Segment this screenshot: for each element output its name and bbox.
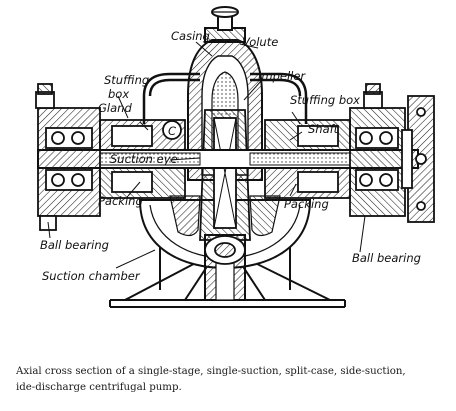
- label-packing-left: Packing: [98, 194, 143, 208]
- caption-line-2: ide-discharge centrifugal pump.: [16, 382, 182, 393]
- pump-cross-section-diagram: Casing Volute Impeller Stuffing box Glan…: [35, 6, 435, 308]
- label-c-mark: C: [168, 124, 176, 138]
- label-ball-bearing-right: Ball bearing: [352, 251, 421, 265]
- impeller: [199, 109, 251, 265]
- caption-line-1: Axial cross section of a single-stage, s…: [16, 366, 406, 377]
- stuffing-box-right: [250, 72, 351, 199]
- label-suction-chamber: Suction chamber: [42, 269, 141, 283]
- leader-lines: [47, 41, 366, 269]
- label-volute: Volute: [242, 35, 278, 49]
- figure-caption: Axial cross section of a single-stage, s…: [16, 364, 446, 396]
- label-stuffing-box-right: Stuffing box: [290, 93, 360, 107]
- labels: Casing Volute Impeller Stuffing box Glan…: [40, 29, 421, 283]
- ball-bearing-left: [35, 83, 101, 231]
- label-stuffing-box-left-line1: Stuffing: [104, 73, 149, 87]
- label-shaft: Shaft: [308, 122, 339, 136]
- coupling: [401, 95, 435, 223]
- label-stuffing-box-left-line2: box: [108, 87, 129, 101]
- label-suction-eye: Suction eye: [110, 152, 178, 166]
- label-casing: Casing: [171, 29, 210, 43]
- label-gland: Gland: [98, 101, 132, 115]
- label-packing-right: Packing: [284, 197, 329, 211]
- label-ball-bearing-left: Ball bearing: [40, 238, 109, 252]
- label-impeller: Impeller: [258, 69, 306, 83]
- ball-bearing-right: [349, 83, 406, 217]
